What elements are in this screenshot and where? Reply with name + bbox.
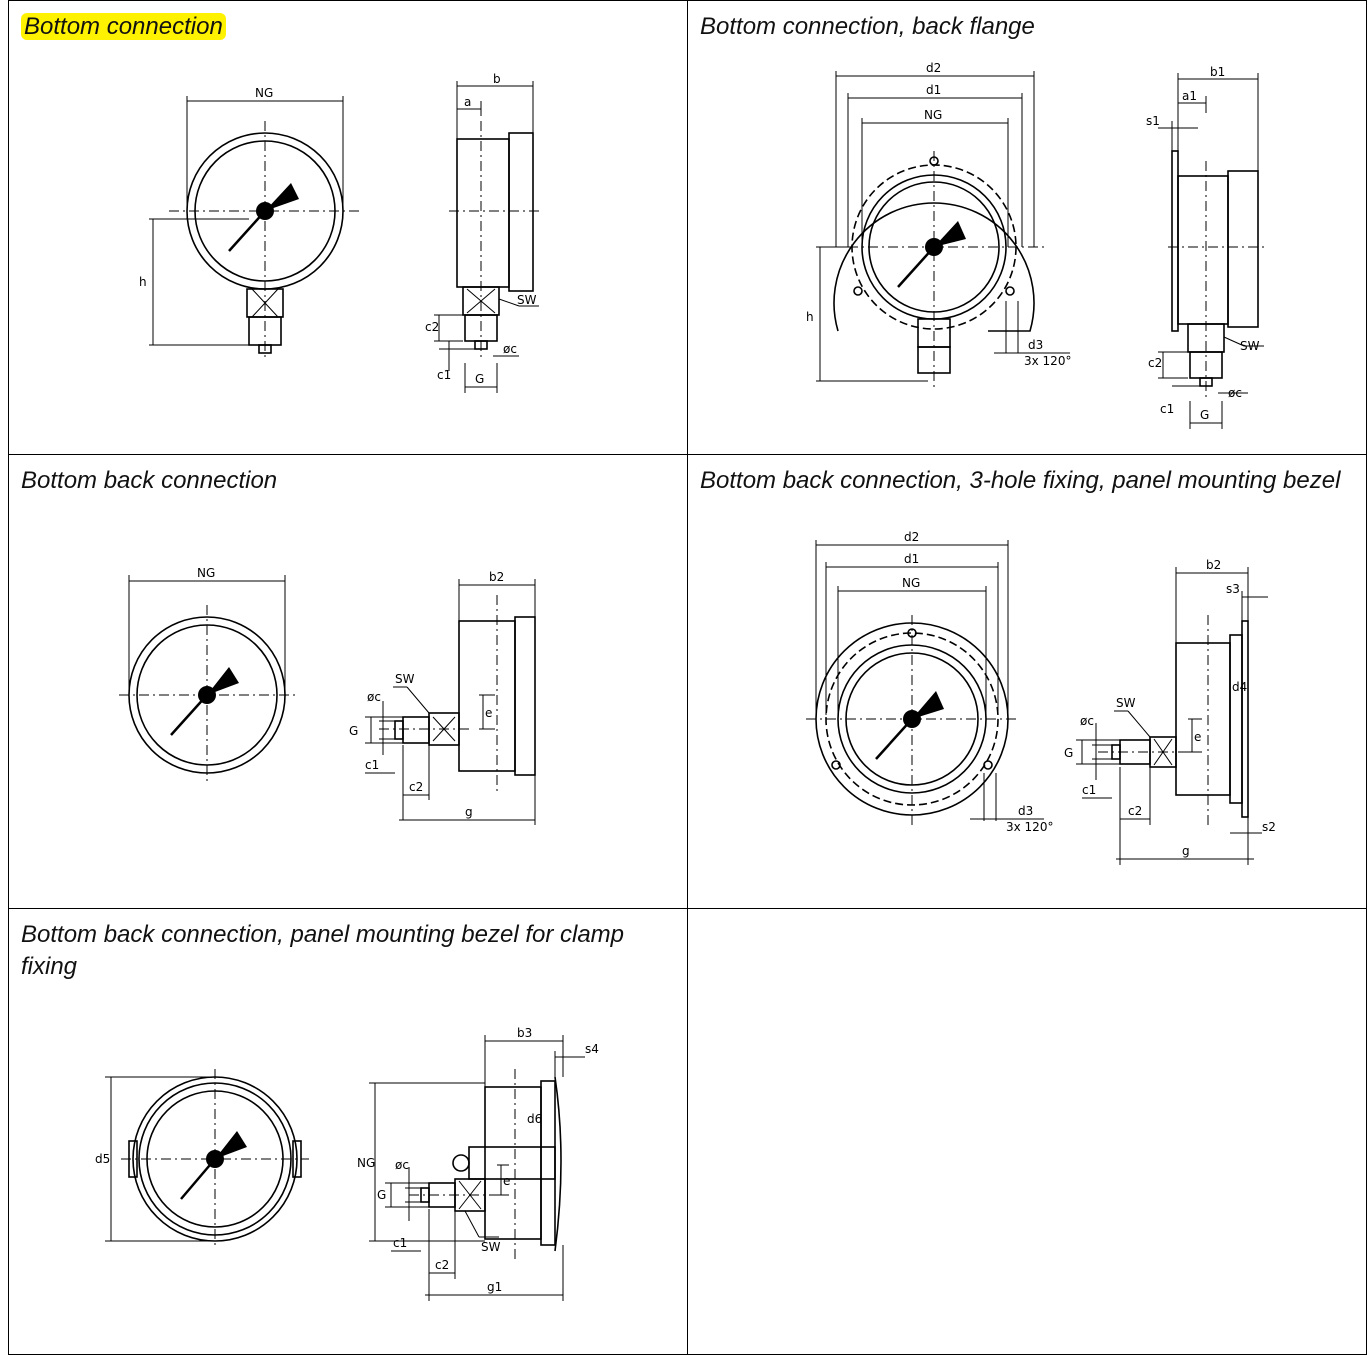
label-g: G bbox=[377, 1188, 386, 1202]
label-d2: d2 bbox=[926, 61, 941, 75]
panel-clamp-bezel: d5 bbox=[8, 908, 688, 1355]
panel-caption: Bottom connection, back flange bbox=[700, 13, 1035, 40]
label-e: e bbox=[1194, 730, 1201, 744]
label-a1: a1 bbox=[1182, 89, 1197, 103]
label-s1: s1 bbox=[1146, 114, 1160, 128]
label-d2: d2 bbox=[904, 530, 919, 544]
label-b2: b2 bbox=[489, 570, 504, 584]
drawing-clamp-bezel: d5 bbox=[95, 1026, 599, 1301]
label-ng: NG bbox=[357, 1156, 375, 1170]
label-sw: SW bbox=[481, 1240, 501, 1254]
label-s3: s3 bbox=[1226, 582, 1240, 596]
panel-caption: Bottom back connection, 3-hole fixing, p… bbox=[700, 467, 1341, 494]
label-ng: NG bbox=[255, 86, 273, 100]
label-g-length: g bbox=[465, 805, 473, 819]
label-sw: SW bbox=[395, 672, 415, 686]
label-c1: c1 bbox=[437, 368, 451, 382]
panel-empty bbox=[687, 908, 1367, 1355]
panel-caption: Bottom connection bbox=[21, 11, 226, 43]
label-sw: SW bbox=[1116, 696, 1136, 710]
label-g-length: g bbox=[1182, 844, 1190, 858]
label-c2: c2 bbox=[425, 320, 439, 334]
label-d3-note: 3x 120° bbox=[1024, 354, 1071, 368]
label-c1: c1 bbox=[1160, 402, 1174, 416]
label-s2: s2 bbox=[1262, 820, 1276, 834]
label-d5: d5 bbox=[95, 1152, 110, 1166]
panel-caption: Bottom back connection, panel mounting b… bbox=[21, 921, 625, 980]
panel-bottom-back: NG bbox=[8, 454, 688, 909]
drawing-3-hole-bezel: d2 d1 NG d3 3x 120° bbox=[806, 530, 1276, 865]
panel-back-flange: d2 d1 NG h d3 3x 120° bbox=[687, 0, 1367, 455]
label-d1: d1 bbox=[926, 83, 941, 97]
label-d1: d1 bbox=[904, 552, 919, 566]
drawing-bottom-connection: NG h bbox=[139, 72, 539, 393]
label-d3: d3 bbox=[1028, 338, 1043, 352]
label-c2: c2 bbox=[1128, 804, 1142, 818]
label-phic: øc bbox=[1080, 714, 1094, 728]
label-g1: g1 bbox=[487, 1280, 502, 1294]
label-phic: øc bbox=[503, 342, 517, 356]
label-sw: SW bbox=[517, 293, 537, 307]
label-c2: c2 bbox=[1148, 356, 1162, 370]
label-a: a bbox=[464, 95, 471, 109]
label-b1: b1 bbox=[1210, 65, 1225, 79]
label-g: G bbox=[475, 372, 484, 386]
label-g: G bbox=[1064, 746, 1073, 760]
label-e: e bbox=[485, 706, 492, 720]
label-c2: c2 bbox=[435, 1258, 449, 1272]
drawing-bottom-back: NG bbox=[119, 566, 536, 825]
label-d4: d4 bbox=[1232, 680, 1247, 694]
drawing-back-flange: d2 d1 NG h d3 3x 120° bbox=[806, 61, 1268, 429]
label-h: h bbox=[806, 310, 814, 324]
caption-highlight: Bottom connection bbox=[21, 13, 226, 40]
panel-bottom-connection: NG h bbox=[8, 0, 688, 455]
label-g: G bbox=[349, 724, 358, 738]
label-c2: c2 bbox=[409, 780, 423, 794]
panel-caption: Bottom back connection bbox=[21, 467, 278, 494]
label-b3: b3 bbox=[517, 1026, 532, 1040]
label-g: G bbox=[1200, 408, 1209, 422]
label-ng: NG bbox=[197, 566, 215, 580]
label-phic: øc bbox=[367, 690, 381, 704]
label-e: e bbox=[503, 1174, 510, 1188]
label-ng: NG bbox=[902, 576, 920, 590]
drawing-grid: NG h bbox=[8, 0, 1367, 1355]
label-phic: øc bbox=[1228, 386, 1242, 400]
label-ng: NG bbox=[924, 108, 942, 122]
label-s4: s4 bbox=[585, 1042, 599, 1056]
panel-3-hole-bezel: d2 d1 NG d3 3x 120° bbox=[687, 454, 1367, 909]
label-b2: b2 bbox=[1206, 558, 1221, 572]
label-d3: d3 bbox=[1018, 804, 1033, 818]
label-d3-note: 3x 120° bbox=[1006, 820, 1053, 834]
label-sw: SW bbox=[1240, 339, 1260, 353]
label-b: b bbox=[493, 72, 501, 86]
label-phic: øc bbox=[395, 1158, 409, 1172]
label-c1: c1 bbox=[393, 1236, 407, 1250]
label-d6: d6 bbox=[527, 1112, 542, 1126]
label-c1: c1 bbox=[365, 758, 379, 772]
label-c1: c1 bbox=[1082, 783, 1096, 797]
label-h: h bbox=[139, 275, 147, 289]
